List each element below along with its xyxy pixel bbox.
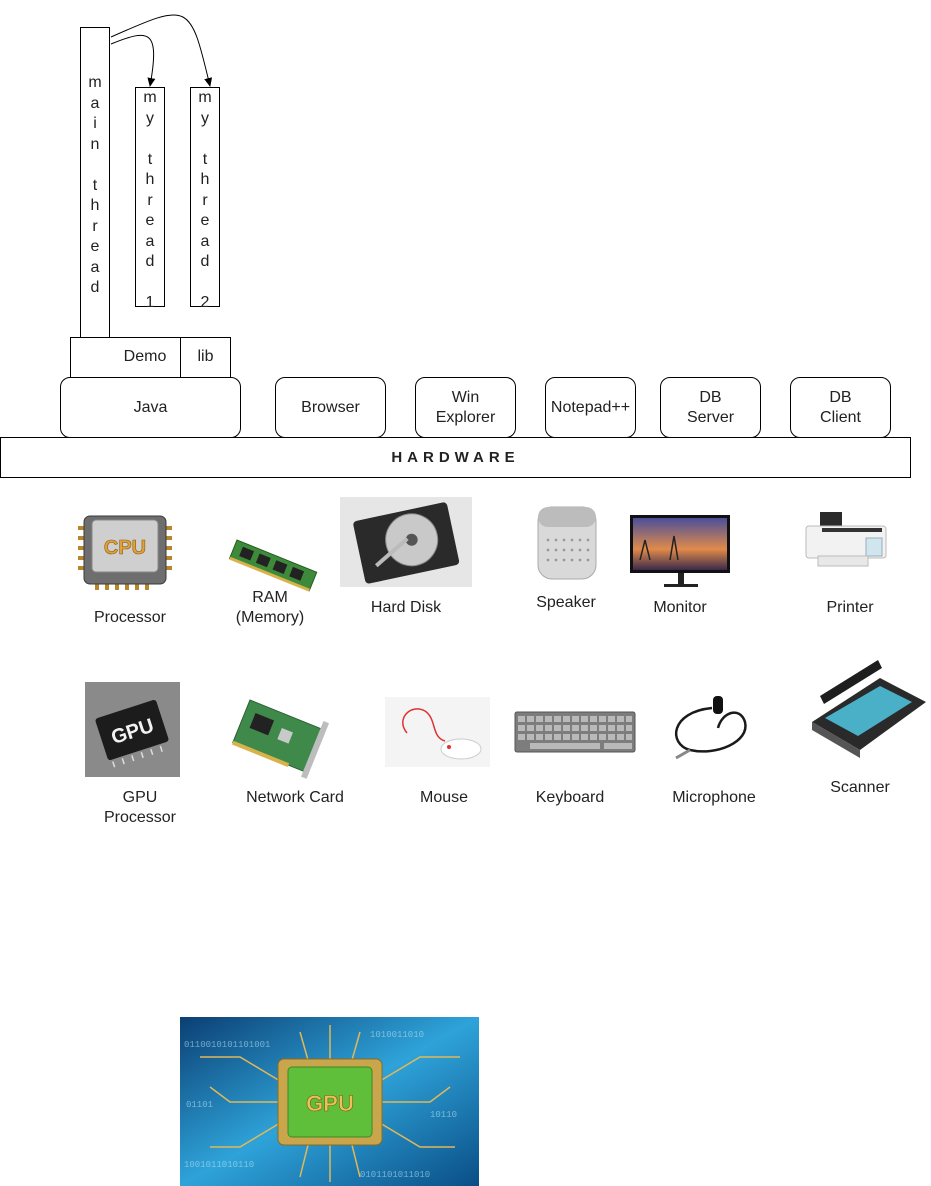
svg-text:0101101011010: 0101101011010 — [360, 1170, 430, 1180]
win-explorer-label: Win Explorer — [435, 388, 496, 426]
ram-label: RAM (Memory) — [235, 589, 305, 626]
gpu-chip-text-large: GPU — [306, 1091, 354, 1116]
java-app: Java — [60, 377, 241, 438]
gpu-processor-label: GPU Processor — [103, 789, 177, 826]
demo-lib-box — [70, 337, 231, 378]
java-label: Java — [133, 398, 168, 416]
svg-text:10110: 10110 — [430, 1110, 457, 1120]
main-thread-box — [80, 27, 110, 339]
mouse-label: Mouse — [419, 789, 469, 806]
scanner-label: Scanner — [830, 779, 890, 796]
db-client-label: DB Client — [820, 388, 861, 426]
my-thread-2-label: m y t h r e a d 2 — [198, 89, 212, 311]
svg-text:1001011010110: 1001011010110 — [184, 1160, 254, 1170]
demo-label: Demo — [123, 348, 167, 365]
notepad-app: Notepad++ — [545, 377, 636, 438]
db-client-app: DB Client — [790, 377, 891, 438]
my-thread-2-box — [190, 87, 220, 307]
svg-text:1010011010: 1010011010 — [370, 1030, 424, 1040]
my-thread-1-label: m y t h r e a d 1 — [143, 89, 157, 311]
hardware-label: HARDWARE — [391, 449, 520, 466]
db-server-label: DB Server — [686, 388, 735, 426]
arrow-to-thread-1 — [110, 34, 156, 87]
microphone-label: Microphone — [672, 789, 756, 806]
cpu-chip-text: CPU — [104, 537, 146, 559]
db-server-app: DB Server — [660, 377, 761, 438]
demo-lib-divider — [180, 337, 181, 378]
gpu-circuit-image: 0110010101101001 1010011010 100101101011… — [180, 1017, 479, 1186]
main-thread-label: m a i n t h r e a d — [88, 74, 102, 296]
lib-label: lib — [197, 348, 214, 365]
monitor-label: Monitor — [653, 599, 707, 616]
svg-text:01101: 01101 — [186, 1100, 213, 1110]
gpu-processor-image: GPU — [85, 682, 180, 777]
my-thread-1-box — [135, 87, 165, 307]
printer-label: Printer — [826, 599, 874, 616]
browser-app: Browser — [275, 377, 386, 438]
speaker-label: Speaker — [536, 594, 596, 611]
keyboard-label: Keyboard — [535, 789, 605, 806]
svg-text:0110010101101001: 0110010101101001 — [184, 1040, 270, 1050]
hard-disk-label: Hard Disk — [370, 599, 442, 616]
arrow-to-thread-2 — [110, 14, 213, 87]
notepad-label: Notepad++ — [550, 398, 631, 416]
hardware-bar: HARDWARE — [0, 437, 911, 478]
browser-label: Browser — [301, 398, 360, 416]
processor-label: Processor — [93, 609, 167, 626]
hard-disk-image — [340, 497, 472, 587]
mouse-image — [385, 697, 490, 767]
network-card-label: Network Card — [246, 789, 344, 806]
